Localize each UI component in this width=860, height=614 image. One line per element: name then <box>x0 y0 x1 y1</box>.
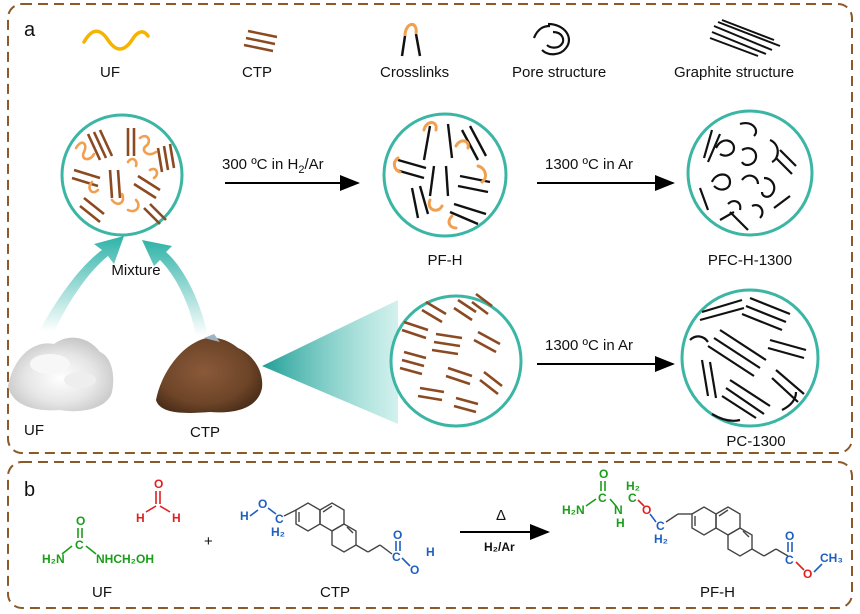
reaction-arrow-bottom: H₂/Ar <box>484 540 515 554</box>
legend-uf-label: UF <box>100 64 120 81</box>
ctp-zoom-beam <box>262 300 398 424</box>
svg-text:O: O <box>258 497 267 511</box>
powder-ctp-label: CTP <box>190 424 220 441</box>
svg-text:CH₃: CH₃ <box>820 551 843 565</box>
pfh-chem-label: PF-H <box>700 584 735 601</box>
mixture-label: Mixture <box>111 262 160 279</box>
pfh-label: PF-H <box>428 252 463 269</box>
svg-text:C: C <box>598 491 607 505</box>
legend-crosslinks-label: Crosslinks <box>380 64 449 81</box>
pfh-circle <box>384 114 506 236</box>
svg-text:H: H <box>240 509 249 523</box>
ctp-rod-icon <box>244 31 277 51</box>
ctp-to-mixture-arrow <box>142 240 208 336</box>
svg-text:O: O <box>76 514 85 528</box>
svg-text:H₂: H₂ <box>654 532 668 546</box>
svg-text:O: O <box>393 528 402 542</box>
svg-text:H₂: H₂ <box>271 525 285 539</box>
legend-uf: UF <box>84 31 148 81</box>
ctp-powder-image <box>156 334 262 413</box>
legend-graphite: Graphite structure <box>674 20 794 81</box>
powder-uf-label: UF <box>24 422 44 439</box>
panel-a-letter: a <box>24 19 36 41</box>
svg-text:H: H <box>426 545 435 559</box>
pfh-molecule: O C H₂N N H H₂ C O C H₂ O C O <box>562 467 843 581</box>
ctp-chem-label: CTP <box>320 584 350 601</box>
legend-pore-label: Pore structure <box>512 64 606 81</box>
plus-sign: + <box>204 533 213 550</box>
pc-label: PC-1300 <box>726 433 785 450</box>
svg-text:O: O <box>599 467 608 481</box>
legend-crosslinks: Crosslinks <box>380 24 449 81</box>
graphite-structure-icon <box>710 20 780 56</box>
svg-text:C: C <box>392 550 401 564</box>
legend-ctp: CTP <box>242 31 277 81</box>
svg-text:C: C <box>275 512 284 526</box>
svg-text:H: H <box>616 516 625 530</box>
svg-text:O: O <box>410 563 419 577</box>
mixture-circle <box>62 115 182 235</box>
uf-powder-image <box>8 338 113 412</box>
svg-text:NHCH₂OH: NHCH₂OH <box>96 552 154 566</box>
svg-text:O: O <box>803 567 812 581</box>
svg-text:H: H <box>172 511 181 525</box>
svg-text:H₂N: H₂N <box>562 503 585 517</box>
svg-text:C: C <box>628 491 637 505</box>
pore-structure-icon <box>534 24 569 54</box>
svg-text:H₂N: H₂N <box>42 552 65 566</box>
legend-graphite-label: Graphite structure <box>674 64 794 81</box>
pfc-circle <box>688 111 812 235</box>
uf-wave-icon <box>84 31 148 49</box>
uf-chem-label: UF <box>92 584 112 601</box>
phenanthrene-core <box>296 503 356 552</box>
ctp-circle <box>391 294 521 426</box>
formaldehyde-molecule: O H H <box>136 477 181 525</box>
ctp-molecule: H O C H₂ O C O H <box>240 497 435 577</box>
legend-pore: Pore structure <box>512 24 606 81</box>
uf-to-mixture-arrow <box>40 236 124 332</box>
pfc-label: PFC-H-1300 <box>708 252 792 269</box>
crosslink-icon <box>402 24 420 56</box>
pfh-phenanthrene-core <box>692 507 752 556</box>
svg-text:O: O <box>154 477 163 491</box>
pc-circle <box>682 290 818 426</box>
svg-text:N: N <box>614 503 623 517</box>
arrow1-label: 300 ºC in H2/Ar <box>222 156 324 176</box>
svg-text:C: C <box>785 553 794 567</box>
svg-text:O: O <box>785 529 794 543</box>
svg-text:H: H <box>136 511 145 525</box>
panel-b-letter: b <box>24 479 35 501</box>
svg-text:C: C <box>656 519 665 533</box>
svg-text:C: C <box>75 538 84 552</box>
reaction-arrow-top: Δ <box>496 507 506 524</box>
arrow3-label: 1300 ºC in Ar <box>545 337 633 354</box>
arrow2-label: 1300 ºC in Ar <box>545 156 633 173</box>
legend-ctp-label: CTP <box>242 64 272 81</box>
